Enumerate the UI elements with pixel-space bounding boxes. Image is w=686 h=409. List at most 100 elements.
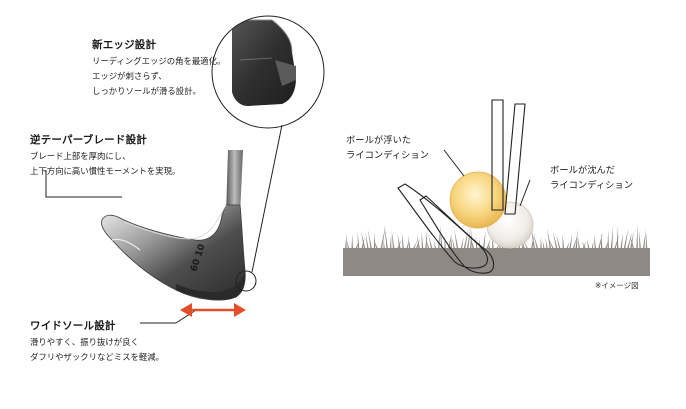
grass-blade — [581, 240, 587, 250]
grass-blade — [616, 226, 619, 250]
feature-desc-line: ブレード上部を厚肉にし、 — [30, 151, 131, 161]
grass-blade — [562, 233, 565, 250]
grass-blade — [437, 229, 441, 250]
grass-blade — [451, 237, 456, 250]
grass-blade — [440, 224, 443, 250]
grass-blade — [383, 239, 385, 250]
grass-blade — [412, 240, 418, 250]
grass-blade — [396, 238, 402, 250]
image-note: ※イメージ図 — [595, 281, 639, 290]
grass-blade — [520, 238, 526, 250]
grass-blade — [597, 232, 603, 250]
grass-blade — [425, 228, 428, 250]
grass-blade — [485, 237, 492, 250]
edge-zoom-callout — [211, 15, 325, 129]
grass-blade — [546, 227, 552, 250]
feature-desc-line: しっかりソールが滑る設計。 — [92, 86, 201, 96]
grass-blade — [531, 226, 536, 250]
sunken-ball-label: ボールが沈んだ ライコンディション — [550, 163, 633, 193]
floating-ball-label-line: ボールが浮いた — [346, 135, 412, 146]
feature-wide-sole: ワイドソール設計 滑りやすく、振り抜けが良く ダフリやザックリなどミスを軽減。 — [30, 318, 164, 365]
grass-blade — [454, 228, 459, 250]
grass-blade — [548, 239, 555, 250]
grass-blade — [360, 230, 366, 250]
wedge-club-head-illustration — [101, 150, 257, 301]
grass-blade — [610, 225, 614, 250]
grass-blade — [642, 228, 647, 250]
grass-blade — [530, 232, 535, 250]
feature-desc-line: ダフリやザックリなどミスを軽減。 — [30, 352, 164, 362]
grass-blade — [623, 227, 629, 250]
grass-blade — [601, 232, 603, 250]
feature-desc-line: 滑りやすく、振り抜けが良く — [30, 337, 139, 347]
grass-blade — [380, 225, 386, 250]
grass-blade — [373, 231, 376, 250]
grass-blade — [587, 238, 590, 250]
grass-blade — [488, 241, 491, 250]
grass-blade — [636, 224, 638, 250]
grass-blade — [626, 232, 633, 250]
grass-blade — [629, 234, 635, 250]
grass-blade — [397, 233, 401, 250]
grass-blade — [351, 234, 353, 250]
grass-blade — [408, 235, 411, 250]
sole-width-arrow — [180, 303, 246, 317]
floating-ball-label-line: ライコンディション — [346, 150, 430, 161]
grass-blade — [575, 229, 578, 250]
grass-blade — [391, 229, 395, 250]
grass-blade — [428, 233, 433, 250]
grass-blade — [591, 241, 594, 250]
grass-blade — [365, 233, 369, 250]
feature-new-edge-design: 新エッジ設計 リーディングエッジの角を最適化。 エッジが刺さらず、 しっかりソー… — [92, 37, 225, 99]
grass-blade — [373, 238, 379, 250]
grass-blade — [495, 240, 502, 250]
grass-blade — [466, 225, 472, 250]
grass-blade — [460, 237, 464, 250]
grass-blade — [542, 240, 545, 250]
grass-blade — [450, 233, 453, 250]
grass-blade — [367, 229, 373, 250]
grass-blade — [415, 237, 421, 250]
grass-blade — [594, 234, 597, 250]
grass-blade — [401, 232, 405, 250]
grass-blade — [405, 239, 410, 250]
grass-blade — [354, 240, 360, 250]
grass-blade — [469, 232, 475, 250]
grass-blade — [389, 234, 392, 250]
grass-blade — [416, 233, 421, 250]
grass-blade — [447, 234, 452, 250]
grass-blade — [533, 233, 539, 250]
club-shaft-outlines — [491, 99, 526, 215]
grass-blade — [552, 230, 558, 250]
grass-blade — [581, 240, 587, 250]
ground — [343, 248, 650, 276]
sunken-ball-label-line: ライコンディション — [550, 180, 634, 191]
grass-blade — [421, 231, 424, 250]
feature-desc-line: 上下方向に高い慣性モーメントを実現。 — [30, 166, 181, 176]
grass-blade — [463, 226, 469, 250]
grass-blade — [577, 237, 581, 250]
sunken-ball-label-line: ボールが沈んだ — [550, 165, 616, 176]
feature-title: ワイドソール設計 — [30, 320, 116, 332]
grass-blade — [345, 233, 347, 250]
grass-blade — [357, 231, 360, 250]
grass-blade — [469, 228, 473, 250]
feature-title: 新エッジ設計 — [92, 39, 157, 51]
grass-blade — [639, 230, 641, 250]
ball-callout-lines — [443, 149, 531, 207]
grass-blade — [545, 237, 549, 250]
feature-desc-line: リーディングエッジの角を最適化。 — [92, 56, 226, 66]
lie-condition-illustration — [343, 99, 650, 276]
grass-blade — [540, 236, 542, 250]
feature-reverse-taper-blade: 逆テーパーブレード設計 ブレード上部を厚肉にし、 上下方向に高い慣性モーメントを… — [30, 132, 180, 179]
club-head-outlines — [397, 183, 495, 274]
floating-ball — [449, 171, 507, 229]
feature-title: 逆テーパーブレード設計 — [30, 134, 147, 146]
feature-desc-line: エッジが刺さらず、 — [92, 71, 167, 81]
leader-lines — [45, 124, 283, 324]
grass-blade — [482, 229, 486, 250]
grass-blade — [556, 234, 561, 250]
grass-blade — [569, 233, 573, 250]
grass-blade — [607, 230, 609, 250]
